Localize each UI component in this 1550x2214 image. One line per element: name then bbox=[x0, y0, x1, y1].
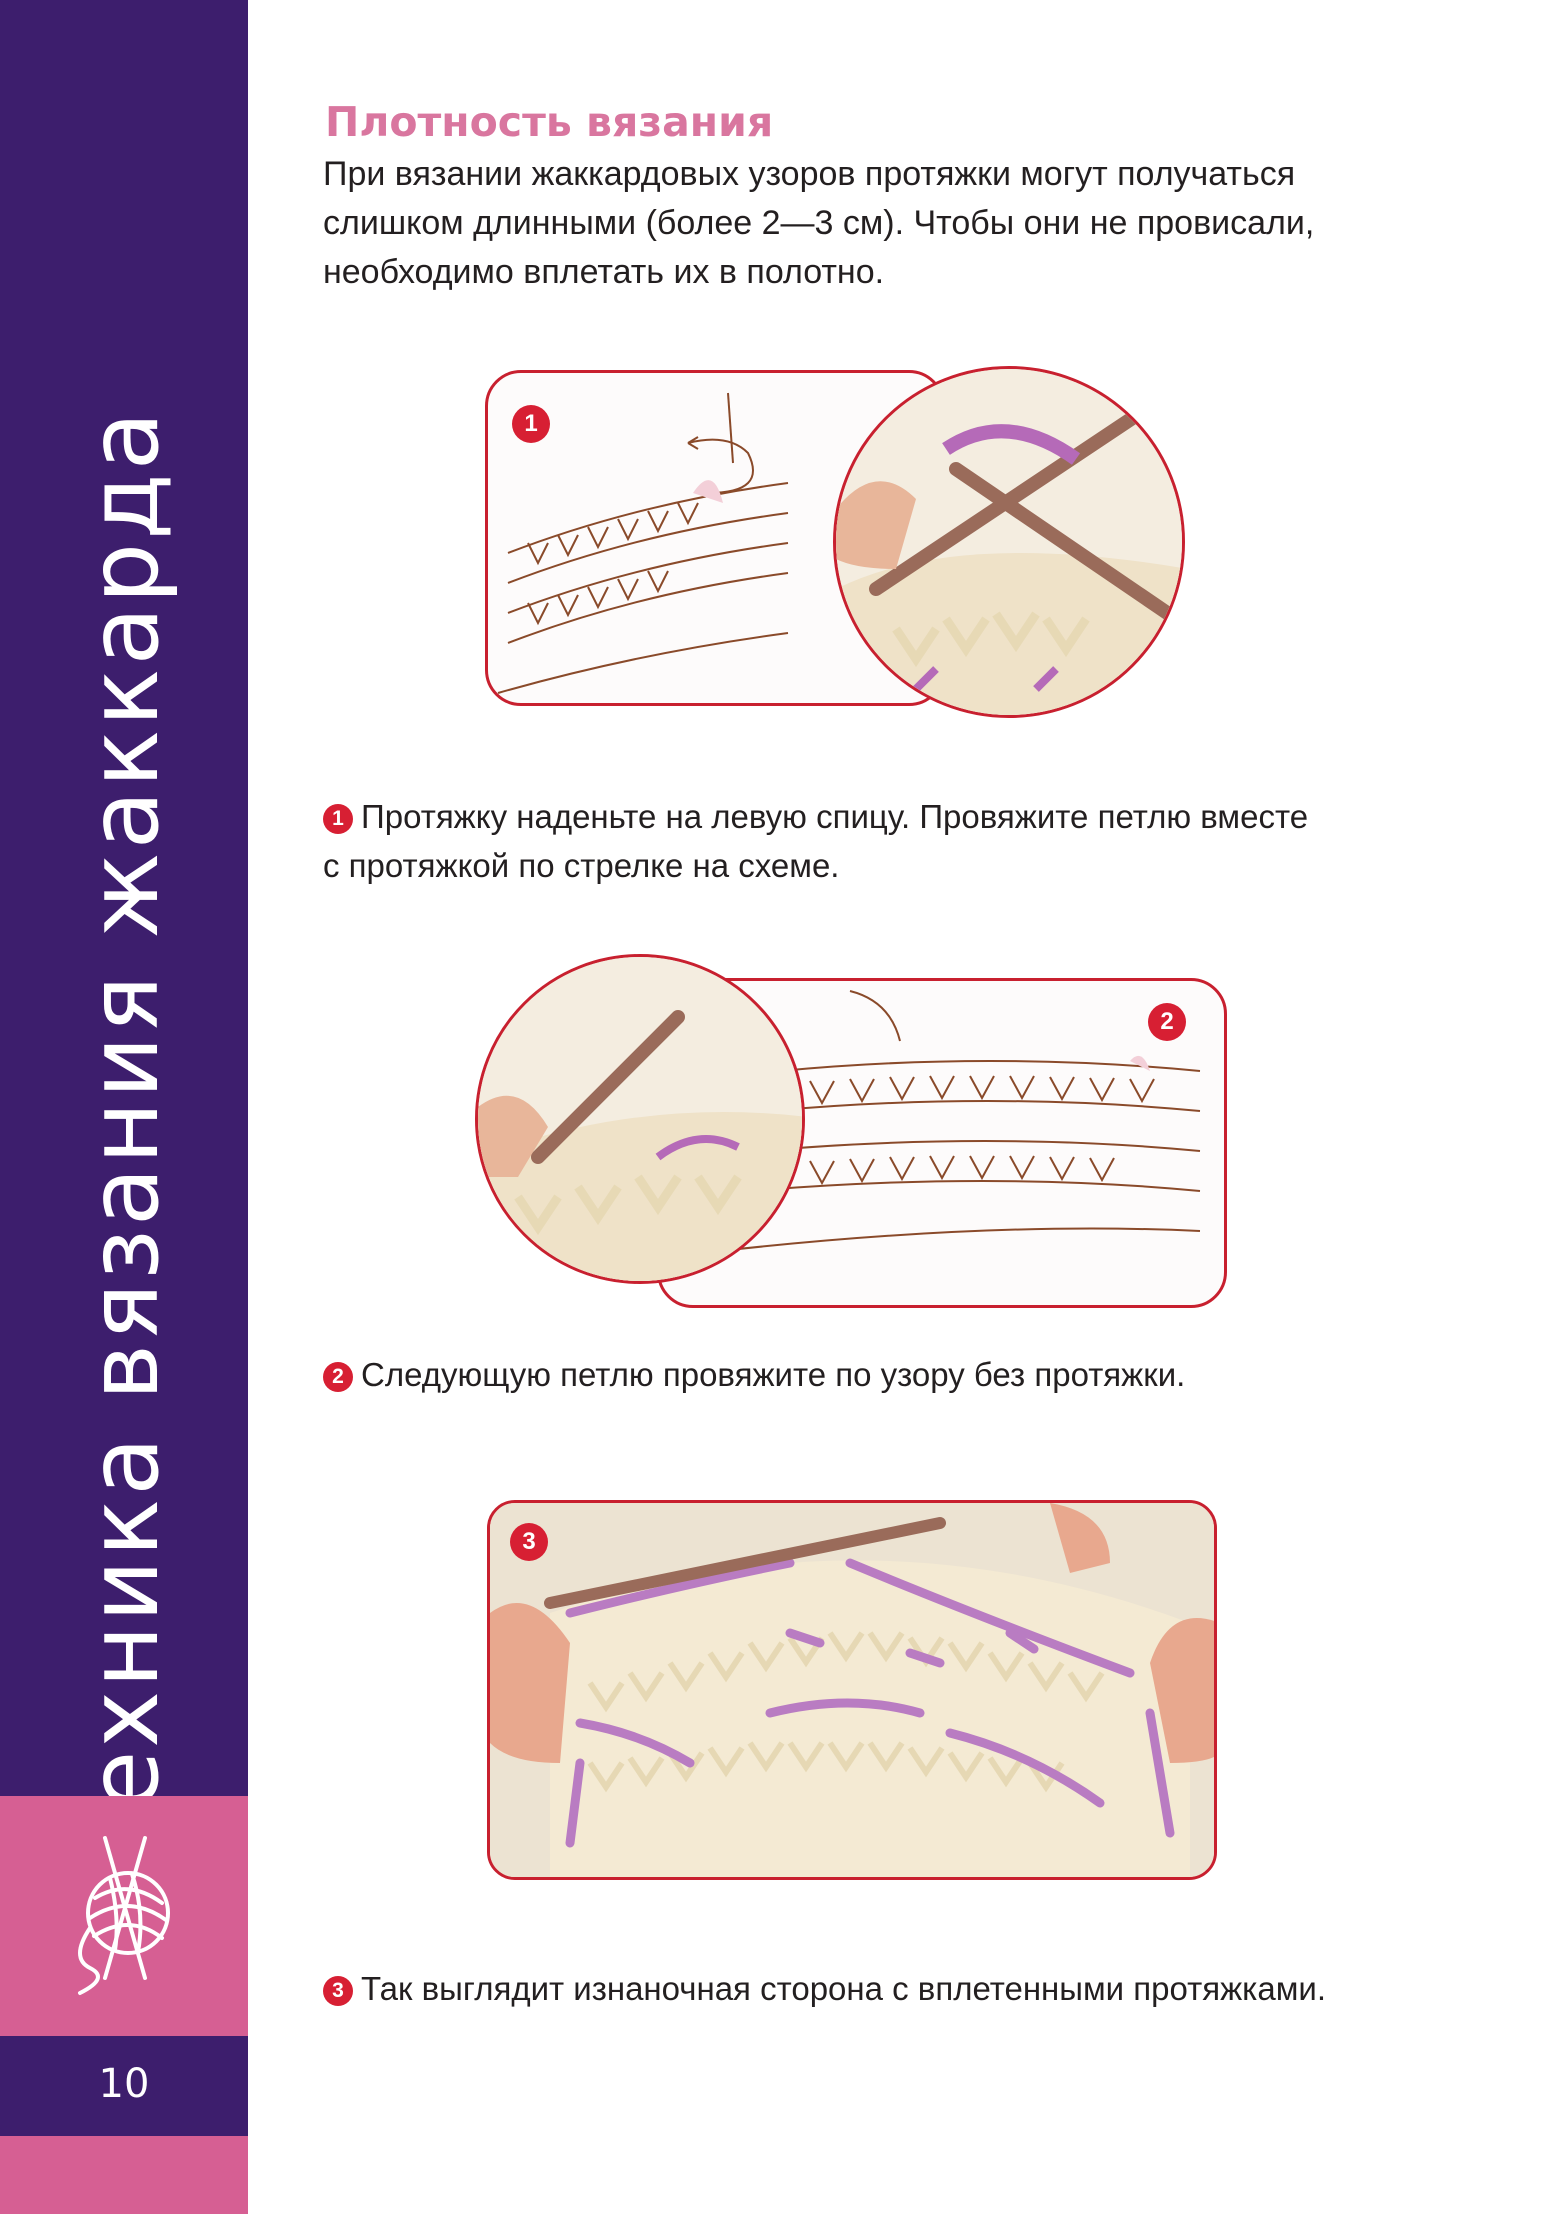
intro-line: необходимо вплетать их в полотно. bbox=[323, 253, 885, 291]
stitch-diagram bbox=[719, 990, 1201, 1252]
page-number: 10 bbox=[98, 2061, 150, 2107]
step-1-caption-badge: 1 bbox=[323, 804, 353, 834]
step-1-photo-circle bbox=[833, 366, 1185, 718]
knitting-photo bbox=[490, 1503, 1214, 1877]
step-2-photo-circle bbox=[475, 954, 805, 1284]
yarn-ball-icon bbox=[78, 1836, 170, 1995]
stitch-diagram bbox=[497, 392, 789, 694]
knitting-photo bbox=[836, 369, 1182, 715]
logo-box bbox=[0, 1796, 248, 2036]
step-3-caption: 3 Так выглядит изнаночная сторона с вплет… bbox=[323, 1964, 1326, 2013]
chapter-title: Техника вязания жаккарда bbox=[68, 408, 180, 1872]
step-2-illustration: 2 bbox=[475, 954, 1227, 1314]
caption-line: с протяжкой по стрелке на схеме. bbox=[323, 847, 840, 884]
step-3-photo-panel: 3 bbox=[487, 1500, 1217, 1880]
intro-line: слишком длинными (более 2—3 см). Чтобы о… bbox=[323, 204, 1315, 242]
caption-line: Следующую петлю провяжите по узору без п… bbox=[361, 1356, 1186, 1393]
knitting-photo bbox=[478, 957, 802, 1281]
step-2-caption: 2 Следующую петлю провяжите по узору без … bbox=[323, 1350, 1185, 1399]
step-2-badge: 2 bbox=[1148, 1003, 1186, 1041]
step-1-illustration: 1 bbox=[485, 366, 1205, 746]
section-title: Плотность вязания bbox=[325, 98, 774, 146]
intro-line: При вязании жаккардовых узоров протяжки … bbox=[323, 155, 1296, 193]
page-number-strip bbox=[0, 2136, 248, 2214]
step-3-caption-badge: 3 bbox=[323, 1976, 353, 2006]
step-1-badge: 1 bbox=[512, 405, 550, 443]
caption-line: Протяжку наденьте на левую спицу. Провяж… bbox=[361, 798, 1309, 835]
intro-paragraph: При вязании жаккардовых узоров протяжки … bbox=[323, 150, 1383, 297]
caption-line: Так выглядит изнаночная сторона с вплете… bbox=[361, 1970, 1326, 2007]
step-1-caption: 1 Протяжку наденьте на левую спицу. Провя… bbox=[323, 792, 1308, 890]
step-3-badge: 3 bbox=[510, 1523, 548, 1561]
step-2-caption-badge: 2 bbox=[323, 1362, 353, 1392]
